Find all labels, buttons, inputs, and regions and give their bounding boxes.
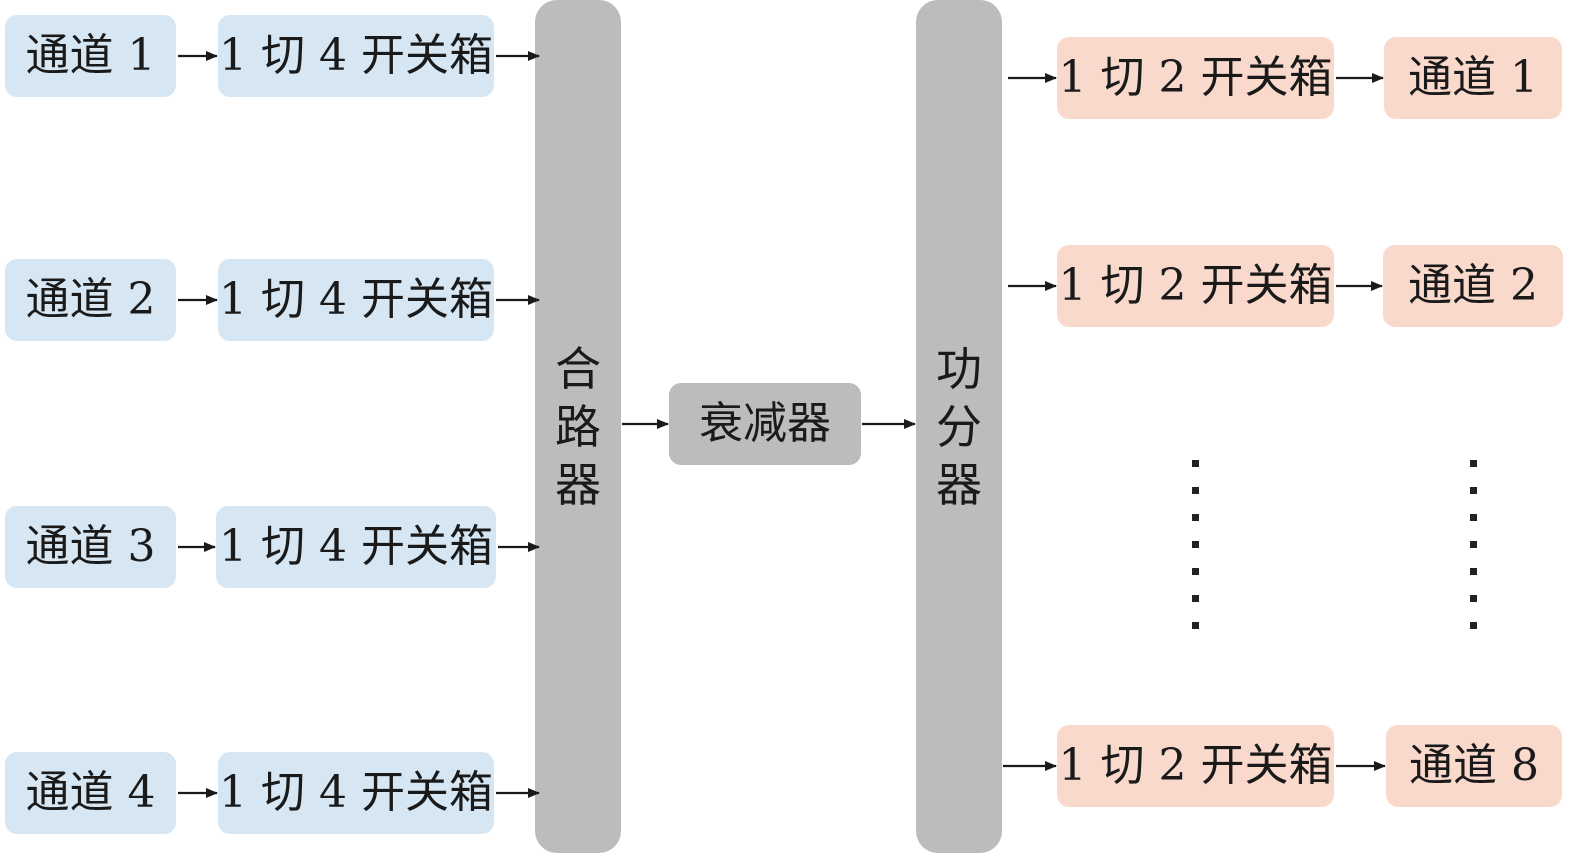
input-switch-3: 1 切 4 开关箱 (216, 506, 496, 588)
output-switch-1: 1 切 2 开关箱 (1057, 37, 1334, 119)
attenuator-block: 衰减器 (669, 383, 861, 465)
combiner-label: 合 路 器 (555, 341, 601, 512)
output-switch-2: 1 切 2 开关箱 (1057, 245, 1334, 327)
splitter-block: 功 分 器 (916, 0, 1002, 853)
combiner-block: 合 路 器 (535, 0, 621, 853)
input-switch-2: 1 切 4 开关箱 (218, 259, 494, 341)
output-channel-2: 通道 2 (1383, 245, 1563, 327)
splitter-label: 功 分 器 (936, 341, 982, 512)
input-channel-2: 通道 2 (5, 259, 176, 341)
input-channel-3: 通道 3 (5, 506, 176, 588)
input-channel-1: 通道 1 (5, 15, 176, 97)
input-channel-4: 通道 4 (5, 752, 176, 834)
input-switch-1: 1 切 4 开关箱 (218, 15, 494, 97)
output-switch-8: 1 切 2 开关箱 (1057, 725, 1334, 807)
output-channel-8: 通道 8 (1386, 725, 1562, 807)
output-channel-1: 通道 1 (1384, 37, 1562, 119)
input-switch-4: 1 切 4 开关箱 (218, 752, 494, 834)
